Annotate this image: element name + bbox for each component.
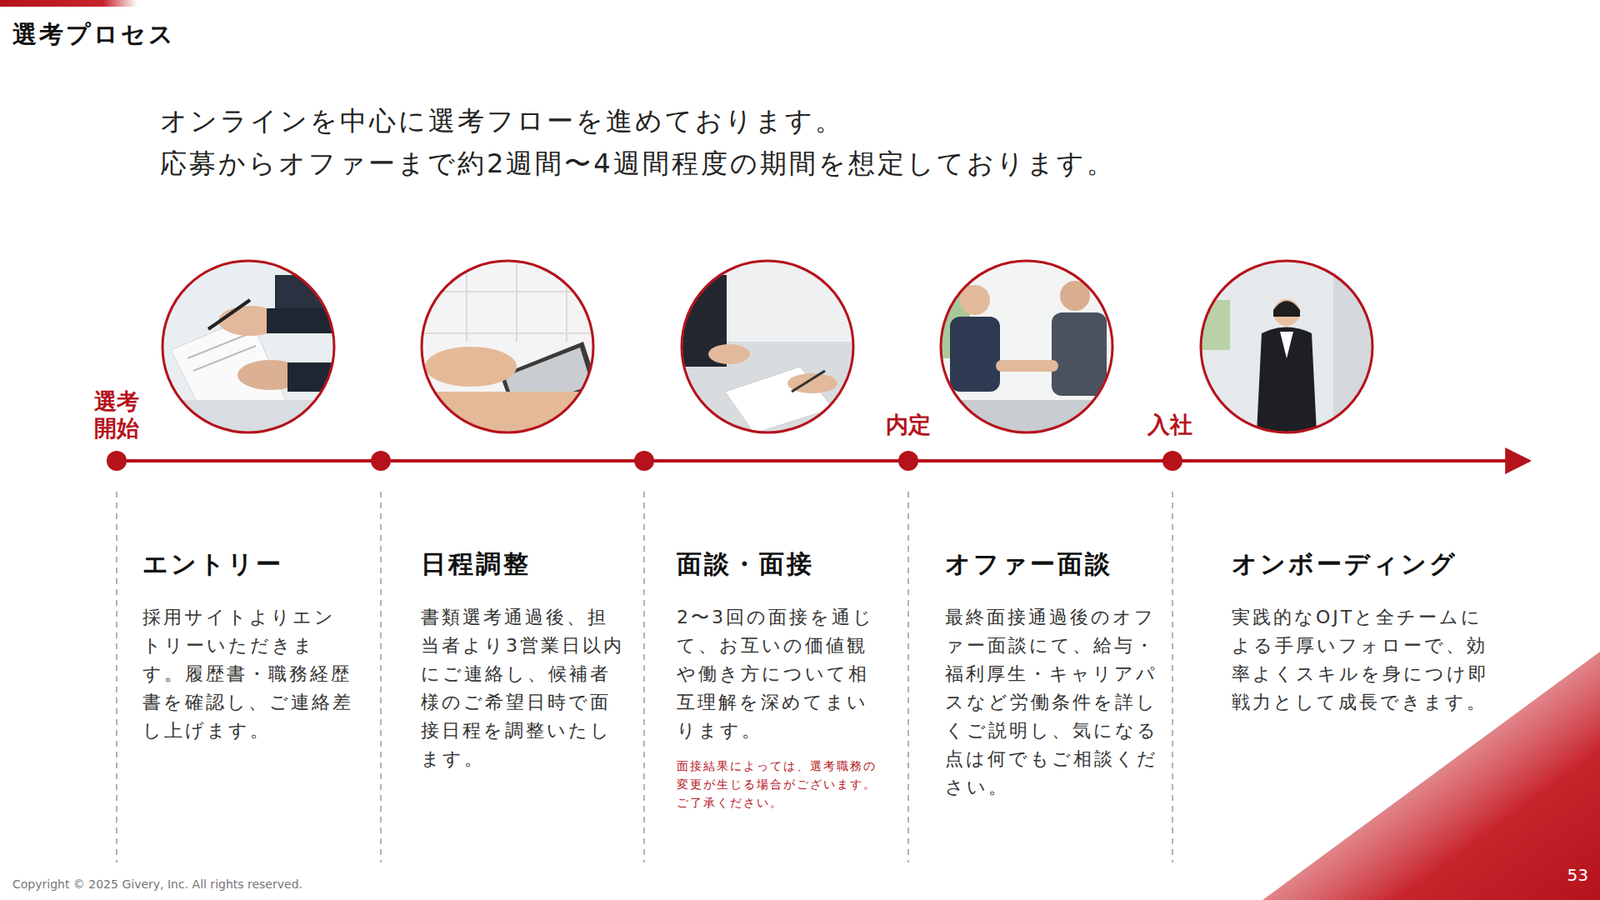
timeline-dot	[370, 450, 391, 471]
process-step: 面談・面接 2〜3回の面接を通じて、お互いの価値観や働き方について相互理解を深めて…	[676, 548, 887, 813]
process-step: 日程調整書類選考通過後、担当者より3営業日以内にご連絡し、候補者様のご希望日時で…	[420, 548, 628, 774]
copyright: Copyright © 2025 Givery, Inc. All rights…	[12, 877, 303, 892]
step-body: 実践的なOJTと全チームによる手厚いフォローで、効率よくスキルを身につけ即戦力と…	[1231, 603, 1499, 717]
step-body: 2〜3回の面接を通じて、お互いの価値観や働き方について相互理解を深めてまいります…	[676, 603, 887, 745]
intro-text: 応募からオファーまで約2週間〜4週間程度の期間を想定しております。	[160, 146, 1116, 182]
photo-frame	[681, 260, 854, 433]
step-body: 書類選考通過後、担当者より3営業日以内にご連絡し、候補者様のご希望日時で面接日程…	[420, 603, 628, 774]
photo-schedule	[416, 258, 600, 442]
process-step: エントリー採用サイトよりエントリーいただきます。履歴書・職務経歴書を確認し、ご連…	[142, 548, 355, 745]
photo-frame	[1200, 260, 1373, 433]
corner-gradient	[1262, 651, 1600, 900]
page-number: 53	[1567, 865, 1589, 885]
intro-text: オンラインを中心に選考フローを進めております。	[160, 104, 845, 140]
timeline-dot	[634, 450, 655, 471]
milestone-label: 内定	[885, 411, 931, 439]
dashed-dividers	[116, 491, 1173, 863]
step-body: 採用サイトよりエントリーいただきます。履歴書・職務経歴書を確認し、ご連絡差し上げ…	[142, 603, 355, 745]
timeline	[116, 459, 1530, 463]
process-step: オファー面談最終面接通過後のオファー面談にて、給与・福利厚生・キャリアパスなど労…	[945, 548, 1160, 802]
step-note: 面接結果によっては、選考職務の変更が生じる場合がございます。ご了承ください。	[676, 756, 887, 813]
step-heading: オンボーディング	[1231, 548, 1499, 580]
photo-entry	[158, 258, 350, 442]
process-step: オンボーディング実践的なOJTと全チームによる手厚いフォローで、効率よくスキルを…	[1231, 548, 1499, 717]
milestone-label: 入社	[1147, 411, 1193, 439]
photo-offer	[936, 258, 1120, 442]
step-body: 最終面接通過後のオファー面談にて、給与・福利厚生・キャリアパスなど労働条件を詳し…	[945, 603, 1160, 802]
photo-onboarding	[1196, 258, 1380, 442]
photo-interview	[676, 258, 860, 442]
photo-frame	[940, 260, 1113, 433]
step-heading: エントリー	[142, 548, 355, 580]
timeline-dot	[1162, 450, 1183, 471]
timeline-dot	[898, 450, 919, 471]
page-title: 選考プロセス	[12, 20, 176, 50]
timeline-dot	[106, 450, 127, 471]
step-heading: 日程調整	[420, 548, 628, 580]
step-heading: 面談・面接	[676, 548, 887, 580]
photo-frame	[162, 260, 335, 433]
milestone-label: 選考開始	[94, 388, 140, 443]
top-bar	[0, 0, 138, 7]
photo-frame	[421, 260, 594, 433]
step-heading: オファー面談	[945, 548, 1160, 580]
